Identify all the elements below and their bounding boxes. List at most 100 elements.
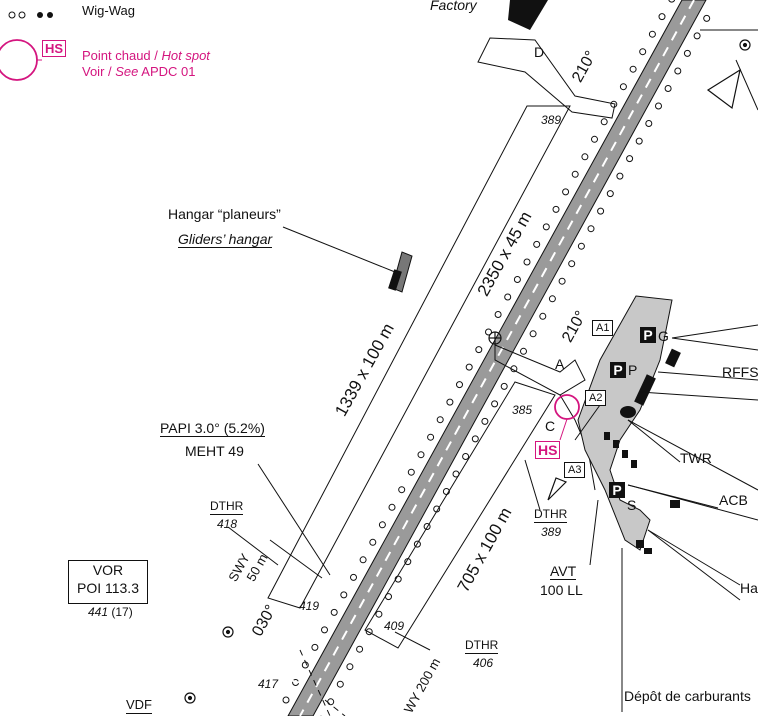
edge-light bbox=[330, 608, 338, 616]
parking-g-badge: P bbox=[640, 327, 656, 343]
edge-light bbox=[600, 118, 608, 126]
dthr-418-title: DTHR bbox=[210, 499, 244, 515]
parking-s-badge: P bbox=[609, 482, 625, 498]
buildings bbox=[388, 0, 681, 554]
main-runway bbox=[287, 0, 707, 716]
dthr-389-elev: 389 bbox=[541, 525, 562, 539]
edge-light bbox=[639, 48, 647, 56]
edge-light bbox=[619, 83, 627, 91]
edge-light bbox=[542, 223, 550, 231]
taxiway-a: A bbox=[555, 356, 565, 372]
edge-light bbox=[587, 225, 595, 233]
vor-box: VOR POI 113.3 bbox=[68, 560, 148, 604]
edge-light bbox=[581, 153, 589, 161]
edge-light bbox=[552, 205, 560, 213]
edge-light bbox=[311, 643, 319, 651]
edge-light bbox=[321, 626, 328, 634]
acb-label: ACB bbox=[719, 492, 748, 508]
edge-light bbox=[629, 65, 637, 73]
taxiway-a1: A1 bbox=[592, 320, 614, 336]
edge-light bbox=[533, 240, 541, 248]
edge-light bbox=[683, 49, 691, 57]
edge-light bbox=[664, 85, 672, 92]
edge-light bbox=[465, 363, 473, 371]
twr-label: TWR bbox=[680, 450, 712, 466]
edge-light bbox=[471, 435, 479, 443]
edge-light bbox=[558, 277, 566, 285]
edge-light bbox=[529, 330, 537, 338]
elevation-409: 409 bbox=[384, 619, 405, 633]
edge-light bbox=[504, 293, 512, 301]
apron-s-label: S bbox=[627, 497, 637, 513]
edge-light bbox=[539, 312, 547, 320]
apron-p-label: P bbox=[628, 362, 638, 378]
edge-light bbox=[456, 381, 463, 389]
elevation-389: 389 bbox=[541, 113, 562, 127]
hotspot-map-tag: HS bbox=[535, 441, 561, 459]
edge-light bbox=[494, 311, 502, 318]
avt-fuel-type: 100 LL bbox=[540, 582, 583, 598]
hangar-label-fr: Hangar “planeurs” bbox=[168, 206, 281, 222]
edge-light bbox=[597, 207, 605, 215]
edge-light bbox=[635, 137, 643, 145]
vdf-label: VDF bbox=[126, 697, 152, 714]
edge-light bbox=[378, 521, 386, 529]
edge-light bbox=[398, 486, 406, 494]
elevation-419: 419 bbox=[299, 599, 320, 613]
apron-g-label: G bbox=[658, 328, 669, 344]
edge-light bbox=[336, 680, 344, 688]
edge-light bbox=[327, 698, 335, 706]
dthr-406-title: DTHR bbox=[465, 638, 499, 654]
edge-light bbox=[571, 170, 579, 178]
hotspot-legend-line2: Voir / See APDC 01 bbox=[82, 64, 196, 79]
dthr-389-title: DTHR bbox=[534, 507, 568, 523]
edge-light bbox=[513, 276, 521, 283]
edge-light bbox=[417, 451, 425, 459]
edge-light bbox=[369, 538, 377, 546]
runway-edge-lights bbox=[282, 0, 711, 716]
edge-light bbox=[292, 679, 300, 686]
edge-light bbox=[375, 610, 383, 618]
papi-meht: MEHT 49 bbox=[185, 443, 244, 459]
edge-light bbox=[446, 398, 454, 406]
edge-light bbox=[548, 295, 556, 303]
grass-strip bbox=[299, 381, 556, 716]
taxiway-a2: A2 bbox=[585, 390, 607, 406]
edge-light bbox=[658, 13, 666, 21]
edge-light bbox=[655, 102, 662, 110]
edge-light bbox=[523, 258, 531, 266]
edge-light bbox=[674, 67, 682, 75]
edge-light bbox=[356, 645, 364, 653]
edge-light bbox=[462, 453, 470, 460]
edge-light bbox=[346, 663, 354, 671]
edge-light bbox=[648, 30, 656, 38]
avt-label: AVT bbox=[550, 563, 577, 580]
edge-light bbox=[481, 417, 489, 425]
edge-light bbox=[626, 155, 634, 163]
elevation-417: 417 bbox=[258, 677, 279, 691]
wigwag-label: Wig-Wag bbox=[82, 3, 135, 18]
hotspot-legend-tag: HS bbox=[42, 40, 67, 57]
edge-light bbox=[693, 32, 701, 40]
edge-light bbox=[359, 556, 367, 564]
vor-elevation: 441 (17) bbox=[88, 605, 133, 619]
edge-light bbox=[568, 260, 576, 268]
edge-light bbox=[427, 433, 435, 441]
navaids bbox=[184, 39, 751, 704]
taxiway-d: D bbox=[534, 44, 545, 60]
elevation-385: 385 bbox=[512, 403, 533, 417]
hangar-label-en: Gliders’ hangar bbox=[178, 231, 273, 248]
legend-graphics bbox=[0, 11, 580, 441]
edge-light bbox=[340, 591, 348, 599]
edge-light bbox=[407, 468, 415, 476]
fuel-depot-label: Dépôt de carburants bbox=[624, 688, 751, 704]
hangar-ha-label: Ha bbox=[740, 580, 758, 596]
edge-light bbox=[491, 400, 499, 408]
edge-light bbox=[668, 0, 676, 3]
edge-light bbox=[606, 190, 614, 198]
edge-light bbox=[388, 503, 396, 511]
dthr-418-elev: 418 bbox=[217, 517, 238, 531]
edge-light bbox=[282, 696, 290, 704]
edge-light bbox=[350, 573, 357, 581]
edge-light bbox=[520, 347, 527, 355]
